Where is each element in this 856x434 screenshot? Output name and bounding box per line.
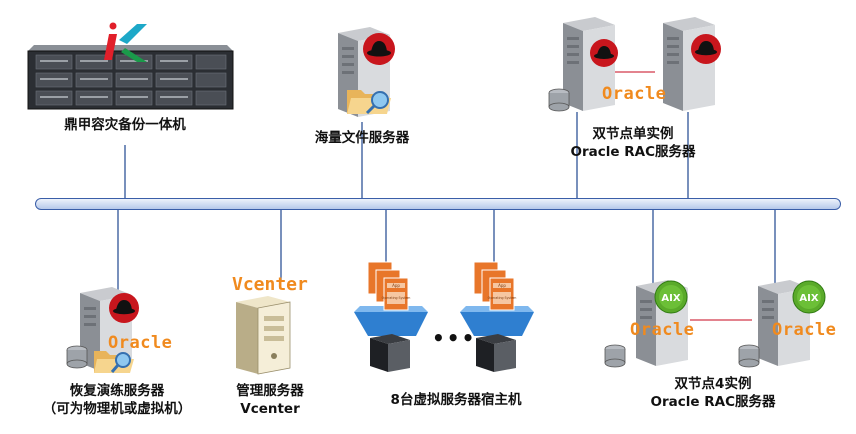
vm-app-text: App bbox=[392, 283, 400, 288]
database-icon bbox=[738, 344, 760, 368]
rack-server-icon bbox=[27, 45, 234, 110]
oracle-badge-left: Oracle bbox=[630, 320, 695, 340]
mgmt-server-label-line2: Vcenter bbox=[240, 401, 300, 417]
redhat-icon bbox=[590, 39, 618, 67]
recovery-server-label-line1: 恢复演练服务器 bbox=[69, 383, 165, 399]
vm-host-icon: App Operating System bbox=[354, 261, 428, 372]
vm-host-icon: App Operating System bbox=[460, 261, 534, 372]
redhat-icon bbox=[363, 33, 395, 65]
database-icon bbox=[604, 344, 626, 368]
oracle-badge: Oracle bbox=[108, 333, 173, 353]
mgmt-server-label-line1: 管理服务器 bbox=[236, 383, 304, 399]
recovery-server-label-line2: （可为物理机或虚拟机） bbox=[42, 401, 192, 417]
aix-logo-icon: AIX bbox=[654, 280, 688, 314]
folder-search-icon bbox=[94, 351, 134, 373]
oracle-badge: Oracle bbox=[602, 84, 667, 104]
vcenter-badge: Vcenter bbox=[232, 274, 308, 295]
redhat-icon bbox=[109, 293, 139, 323]
rac-single-label-line1: 双节点单实例 bbox=[592, 126, 674, 142]
pc-tower-icon bbox=[236, 296, 291, 375]
rac-single-label-line2: Oracle RAC服务器 bbox=[570, 144, 696, 160]
vm-os-text: Operating System bbox=[382, 296, 411, 300]
vm-app-text: App bbox=[498, 283, 506, 288]
vendor-logo-icon bbox=[104, 22, 147, 62]
vm-os-text: Operating System bbox=[488, 296, 517, 300]
rac-four-label-line1: 双节点4实例 bbox=[674, 376, 752, 392]
aix-text: AIX bbox=[661, 293, 680, 304]
folder-search-icon bbox=[347, 90, 391, 115]
aix-text: AIX bbox=[799, 293, 818, 304]
tower-server-right-icon bbox=[758, 280, 810, 366]
file-server-label: 海量文件服务器 bbox=[314, 130, 410, 146]
database-icon bbox=[66, 345, 88, 369]
ellipsis-dots: ••• bbox=[432, 326, 477, 350]
database-icon bbox=[548, 88, 570, 112]
vm-hosts-label: 8台虚拟服务器宿主机 bbox=[390, 392, 522, 408]
network-bus bbox=[35, 198, 841, 210]
backup-appliance-label: 鼎甲容灾备份一体机 bbox=[64, 117, 186, 133]
redhat-icon bbox=[691, 34, 721, 64]
oracle-badge-right: Oracle bbox=[772, 320, 837, 340]
rac-four-label-line2: Oracle RAC服务器 bbox=[650, 394, 776, 410]
aix-logo-icon: AIX bbox=[792, 280, 826, 314]
